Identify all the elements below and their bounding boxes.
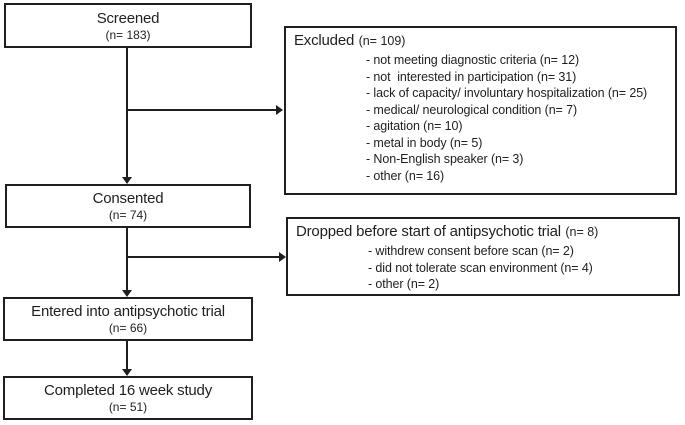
excluded-reason: - Non-English speaker (n= 3) [366, 152, 524, 166]
excluded-reason: - other (n= 16) [366, 168, 445, 183]
dropped-reason: - did not tolerate scan environment (n= … [368, 260, 593, 275]
connector-screened-consented [126, 48, 128, 179]
completed-count: (n= 51) [108, 400, 148, 414]
dropped-reason: - withdrew consent before scan (n= 2) [368, 244, 574, 258]
dropped-reason: - other (n= 2) [368, 277, 440, 291]
consented-box: Consented (n= 74) [5, 184, 251, 228]
arrowhead-down-consented [122, 177, 132, 184]
excluded-box: Excluded (n= 109) - not meeting diagnost… [284, 26, 677, 195]
excluded-reason: - agitation (n= 10) [366, 119, 463, 133]
dropped-box: Dropped before start of antipsychotic tr… [286, 217, 680, 296]
entered-box: Entered into antipsychotic trial (n= 66) [3, 297, 253, 341]
excluded-reason: - medical/ neurological condition (n= 7) [366, 102, 578, 117]
excluded-reason: - lack of capacity/ involuntary hospital… [366, 86, 648, 100]
excluded-reason: - not interested in participation (n= 31… [366, 69, 577, 84]
dropped-reason-list: - withdrew consent before scan (n= 2) - … [368, 243, 670, 293]
dropped-header: Dropped before start of antipsychotic tr… [296, 223, 670, 241]
dropped-title: Dropped before start of antipsychotic tr… [296, 223, 561, 240]
excluded-reason: - not meeting diagnostic criteria (n= 12… [366, 53, 580, 67]
arrowhead-down-completed [122, 369, 132, 376]
connector-branch-dropped [127, 256, 279, 258]
completed-title: Completed 16 week study [44, 382, 212, 399]
screened-count: (n= 183) [105, 27, 151, 42]
completed-box: Completed 16 week study (n= 51) [3, 376, 253, 420]
excluded-reason: - metal in body (n= 5) [366, 135, 483, 150]
entered-title: Entered into antipsychotic trial [31, 303, 225, 320]
connector-consented-entered [126, 228, 128, 291]
excluded-count: (n= 109) [358, 34, 406, 48]
arrowhead-right-excluded [276, 105, 283, 115]
excluded-header: Excluded (n= 109) [294, 32, 667, 50]
arrowhead-down-entered [122, 290, 132, 297]
excluded-title: Excluded [294, 32, 355, 49]
connector-branch-excluded [127, 109, 277, 111]
consented-count: (n= 74) [108, 208, 148, 222]
entered-count: (n= 66) [108, 321, 148, 335]
connector-entered-completed [126, 341, 128, 370]
dropped-count: (n= 8) [565, 225, 599, 239]
excluded-reason-list: - not meeting diagnostic criteria (n= 12… [366, 52, 667, 184]
consented-title: Consented [92, 190, 164, 207]
arrowhead-right-dropped [279, 252, 286, 262]
screened-box: Screened (n= 183) [4, 3, 252, 48]
screened-title: Screened [96, 9, 160, 27]
